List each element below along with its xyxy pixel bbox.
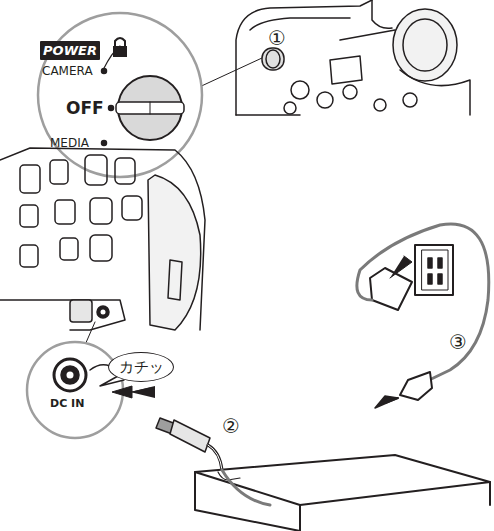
camera-top <box>236 0 470 115</box>
callout-number: ③ <box>449 332 467 352</box>
connect-arrow <box>375 396 398 408</box>
power-badge: POWER <box>40 41 100 60</box>
port-magnifier <box>27 342 123 438</box>
dc-cord <box>222 470 270 505</box>
switch-position: MEDIA <box>50 137 89 149</box>
node-text: POWER <box>43 43 97 58</box>
leader-line <box>85 322 95 345</box>
mains-cord <box>357 224 489 382</box>
node-text: カチッ <box>119 358 164 377</box>
speech-bubble: カチッ <box>108 352 174 382</box>
callout-number: ① <box>268 28 286 48</box>
port-name: DC IN <box>50 398 84 409</box>
cord-connector <box>400 372 432 400</box>
callout-number: ② <box>222 416 240 436</box>
wall-outlet <box>415 245 453 295</box>
ac-adapter <box>195 455 490 531</box>
dc-plug <box>156 418 222 470</box>
camera-side <box>0 148 205 330</box>
switch-position: OFF <box>66 100 104 117</box>
plug-arrow <box>390 256 412 278</box>
insert-arrow <box>130 386 155 398</box>
mains-plug <box>370 268 412 310</box>
connect-arrow <box>385 398 398 403</box>
switch-position: CAMERA <box>42 65 93 77</box>
